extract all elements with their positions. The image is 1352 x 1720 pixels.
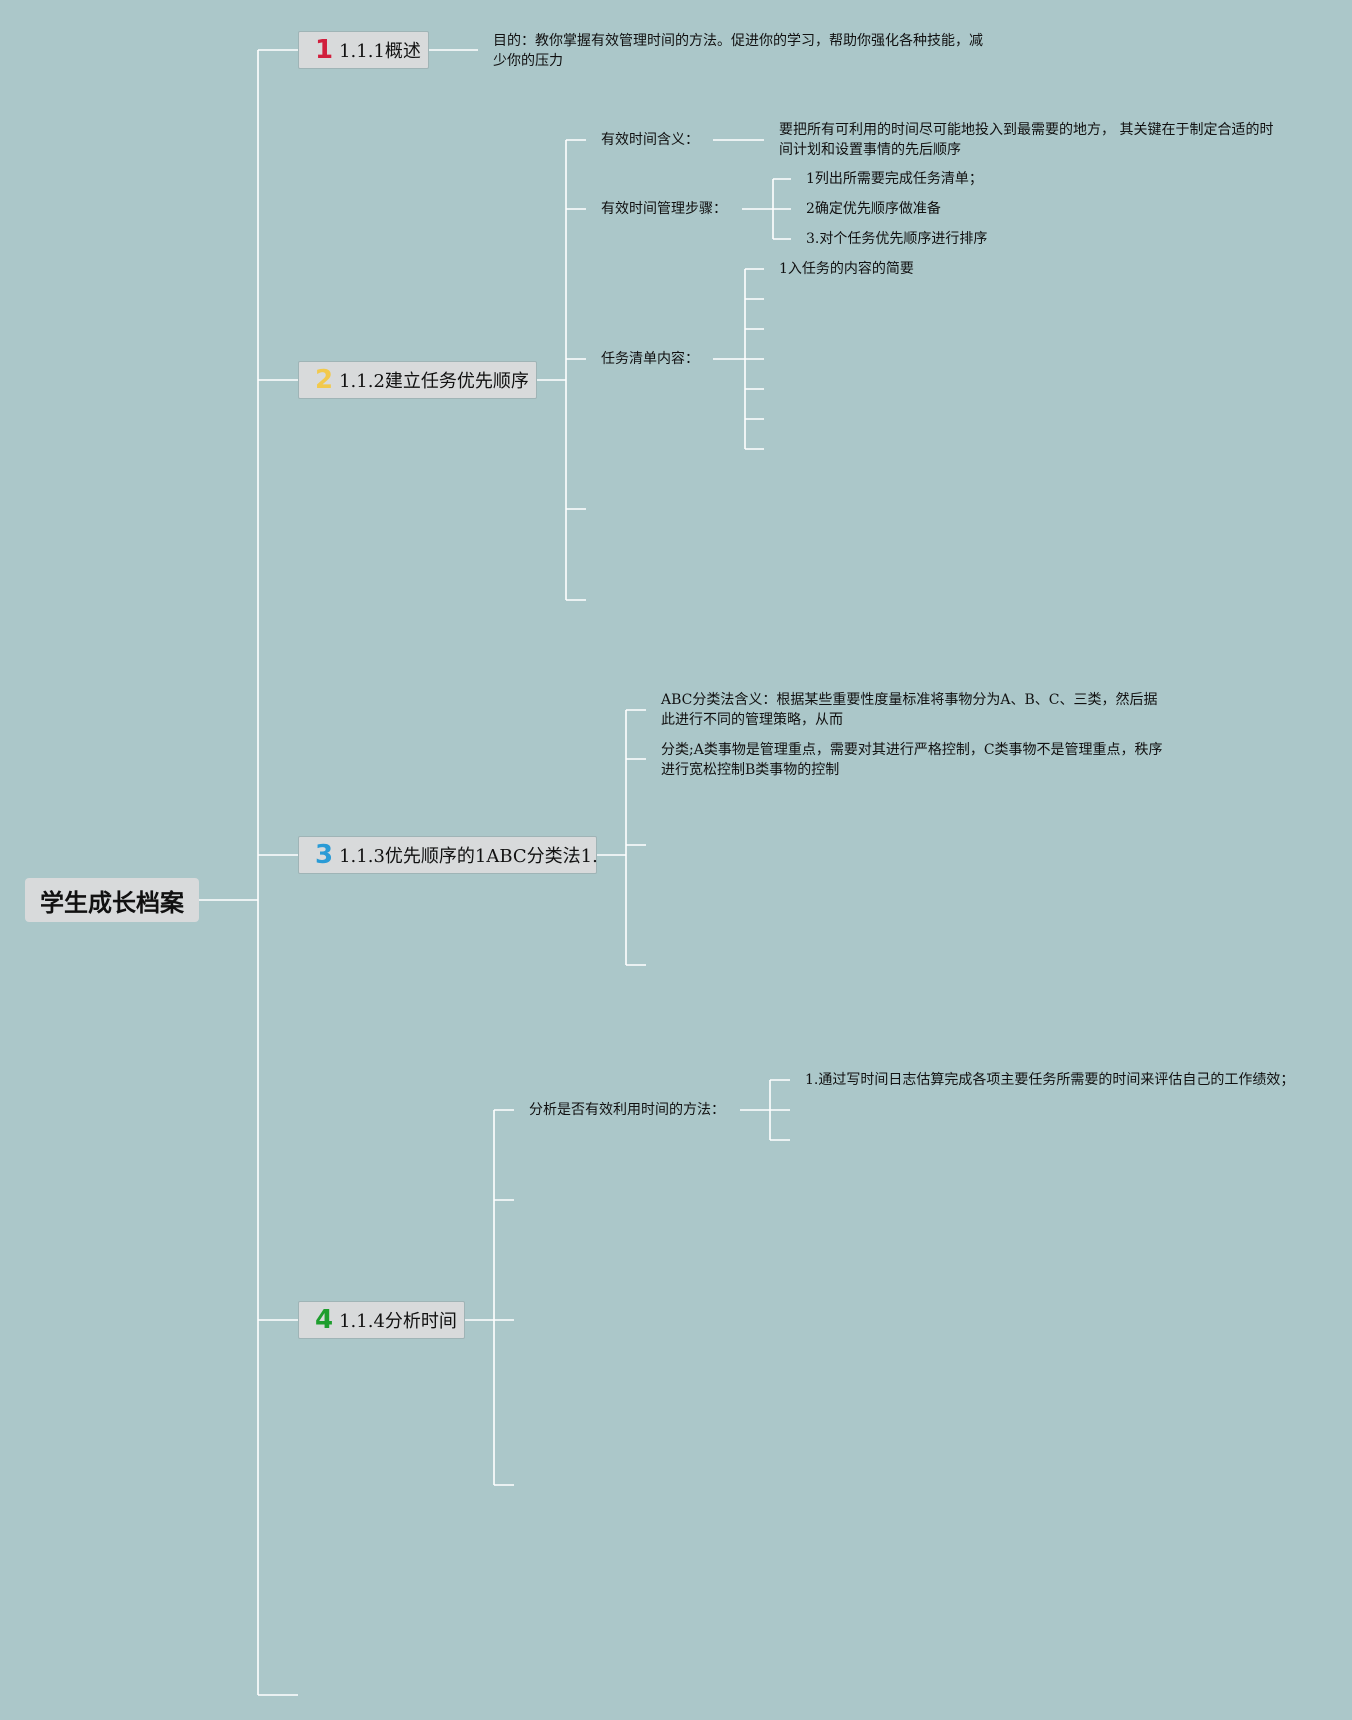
step-item-2[interactable]: 2确定优先顺序做准备: [806, 201, 941, 217]
abc-meaning[interactable]: ABC分类法含义：根据某些重要性度量标准将事物分为A、B、C、三类，然后据此进行…: [661, 692, 1158, 728]
method-item-1[interactable]: 1.通过写时间日志估算完成各项主要任务所需要的时间来评估自己的工作绩效；: [805, 1072, 1295, 1088]
meaning-label[interactable]: 有效时间含义：: [601, 132, 699, 148]
topic-node-3[interactable]: 3 1.1.3优先顺序的1ABC分类法1.: [298, 836, 598, 874]
step-item-1[interactable]: 1列出所需要完成任务清单；: [806, 171, 983, 187]
topic-node-1[interactable]: 1 1.1.1概述: [298, 31, 429, 69]
overview-purpose[interactable]: 目的：教你掌握有效管理时间的方法。促进你的学习，帮助你强化各种技能，减少你的压力: [493, 33, 983, 69]
topic-label-3: 1.1.3优先顺序的1ABC分类法1.: [339, 846, 598, 867]
method-label[interactable]: 分析是否有效利用时间的方法：: [529, 1102, 725, 1118]
abc-classes[interactable]: 分类;A类事物是管理重点，需要对其进行严格控制，C类事物不是管理重点，秩序进行宽…: [661, 742, 1163, 778]
root-node[interactable]: 学生成长档案: [25, 878, 199, 922]
topic-number-3: 3: [315, 840, 334, 870]
task-list-label[interactable]: 任务清单内容：: [601, 351, 699, 367]
topic-label-1: 1.1.1概述: [339, 41, 421, 62]
topic-number-4: 4: [315, 1305, 334, 1335]
task-list-item-1[interactable]: 1入任务的内容的简要: [779, 261, 914, 277]
topic-node-4[interactable]: 4 1.1.4分析时间: [298, 1301, 465, 1339]
topic-number-1: 1: [315, 35, 334, 65]
root-label: 学生成长档案: [40, 888, 184, 917]
topic-node-2[interactable]: 2 1.1.2建立任务优先顺序: [298, 361, 537, 399]
step-item-3[interactable]: 3.对个任务优先顺序进行排序: [806, 231, 988, 247]
topic-number-2: 2: [315, 365, 334, 395]
topic-label-2: 1.1.2建立任务优先顺序: [339, 371, 529, 392]
topic-label-4: 1.1.4分析时间: [339, 1311, 457, 1332]
steps-label[interactable]: 有效时间管理步骤：: [601, 201, 727, 217]
meaning-text[interactable]: 要把所有可利用的时间尽可能地投入到最需要的地方， 其关键在于制定合适的时间计划和…: [779, 122, 1274, 158]
